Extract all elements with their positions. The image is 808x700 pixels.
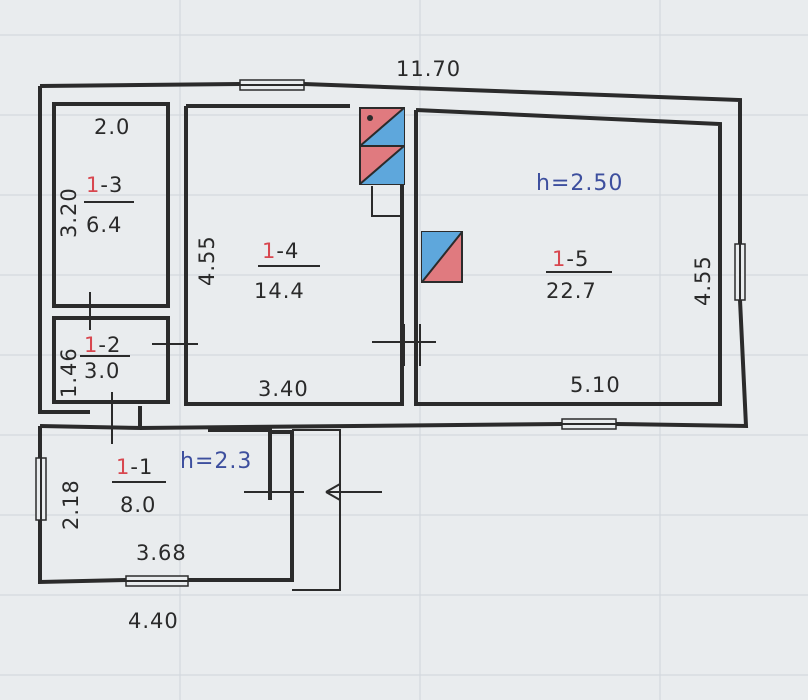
room-1-4-width: 3.40 — [258, 377, 309, 401]
entrance-arrow-icon — [325, 483, 341, 501]
windows — [35, 79, 746, 587]
room-1-4-area: 14.4 — [254, 279, 305, 303]
room-1-3-label: 1-3 — [86, 173, 123, 197]
stove-icons — [359, 107, 463, 283]
room-1-1-width: 3.68 — [136, 541, 187, 565]
interior-walls — [52, 102, 722, 406]
room-1-4-length: 4.55 — [195, 235, 219, 286]
room-1-1-area: 8.0 — [120, 493, 156, 517]
room-1-5-width: 5.10 — [570, 373, 621, 397]
room-1-2-area: 3.0 — [84, 359, 120, 383]
overall-depth: 4.40 — [128, 609, 179, 633]
main-ceiling-height: h=2.50 — [536, 171, 623, 196]
room-1-5-length: 4.55 — [691, 255, 715, 306]
room-1-4-label: 1-4 — [262, 239, 299, 263]
stove-side-icon — [421, 231, 463, 283]
room-1-3-width: 2.0 — [94, 115, 130, 139]
room-1-5-label: 1-5 — [552, 247, 589, 271]
overall-width: 11.70 — [396, 57, 461, 81]
exterior-walls — [38, 82, 749, 591]
stove-top-icon — [359, 107, 405, 185]
door-markers — [89, 292, 436, 501]
room-1-1-length: 2.18 — [59, 479, 83, 530]
porch-ceiling-height: h=2.3 — [180, 449, 252, 474]
room-1-3-length: 3.20 — [57, 187, 81, 238]
room-1-3-area: 6.4 — [86, 213, 122, 237]
room-1-1-label: 1-1 — [116, 455, 153, 479]
room-1-2-label: 1-2 — [84, 333, 121, 357]
room-1-2-length: 1.46 — [57, 347, 81, 398]
room-1-5-area: 22.7 — [546, 279, 597, 303]
